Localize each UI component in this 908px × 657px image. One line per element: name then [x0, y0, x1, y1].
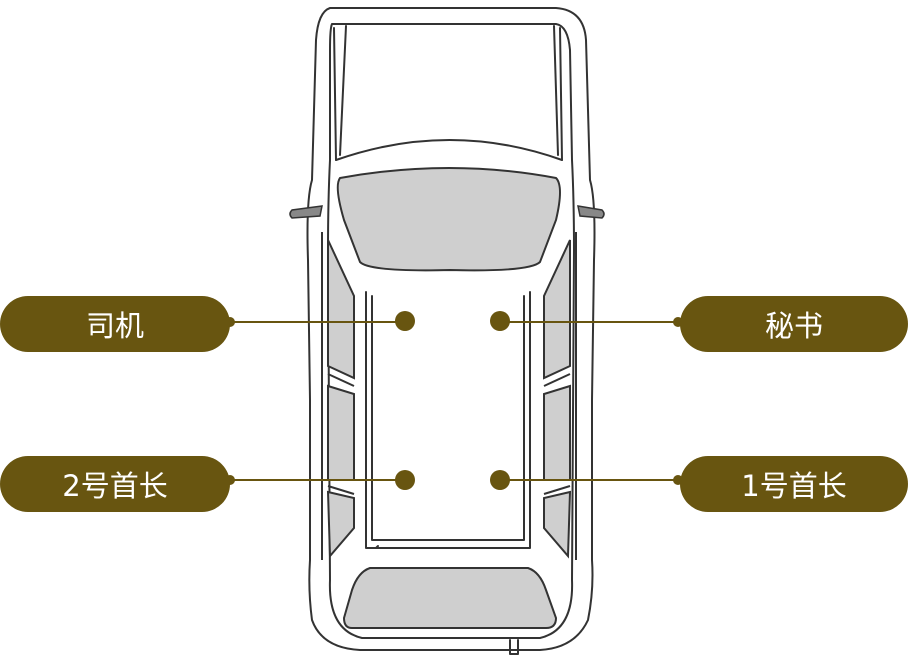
chief-2-label: 2号首长	[0, 456, 230, 512]
right-rear-window	[543, 384, 571, 481]
left-back-window	[326, 490, 355, 559]
left-front-window	[327, 239, 355, 380]
car-body	[306, 7, 596, 651]
right-back-window	[543, 490, 572, 559]
right-mirror	[577, 205, 605, 219]
chief-2-seat-dot	[395, 470, 415, 490]
right-front-window	[543, 239, 571, 380]
secretary-label: 秘书	[680, 296, 908, 352]
driver-label: 司机	[0, 296, 230, 352]
windshield	[336, 167, 561, 272]
chief-1-seat-dot	[490, 470, 510, 490]
driver-seat-dot	[395, 311, 415, 331]
left-rear-window	[327, 384, 355, 481]
secretary-seat-dot	[490, 311, 510, 331]
chief-1-label: 1号首长	[680, 456, 908, 512]
left-mirror	[289, 205, 323, 219]
rear-window	[342, 567, 558, 629]
